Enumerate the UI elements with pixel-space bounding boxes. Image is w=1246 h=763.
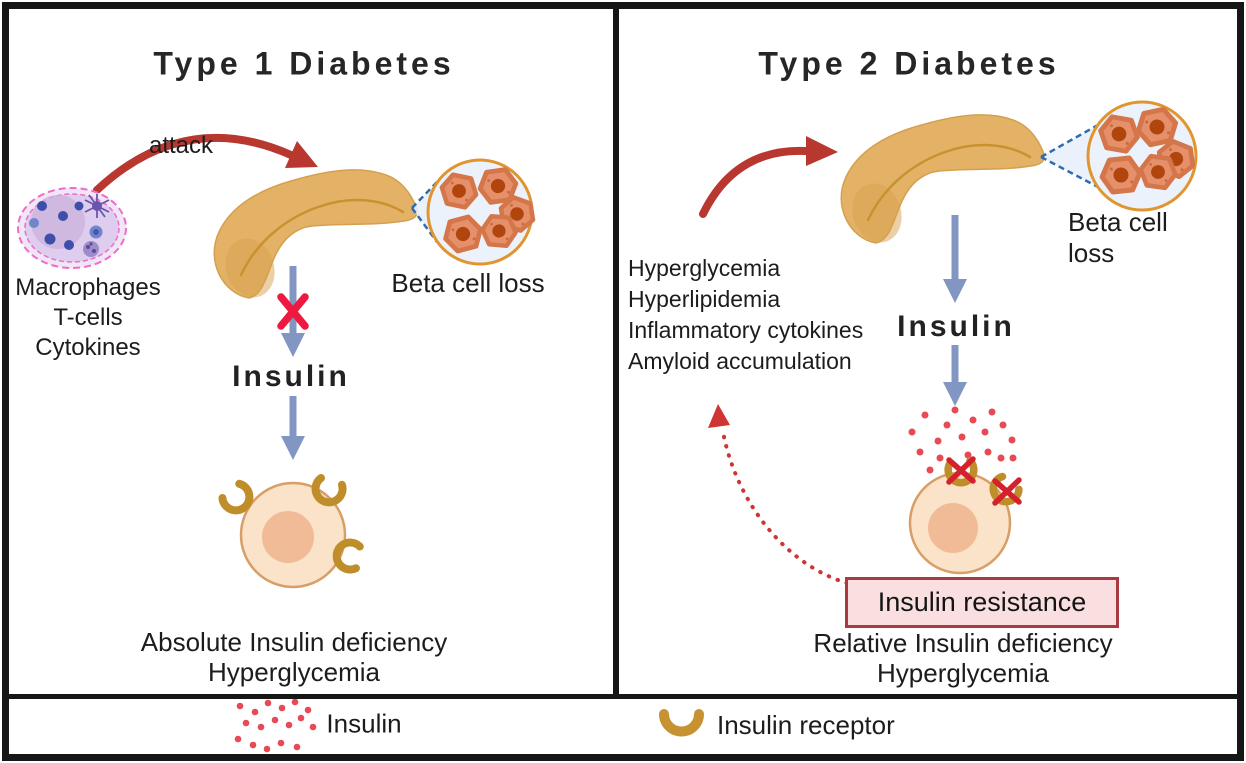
beta-cell-loss-type2-line1: Beta cell: [1068, 207, 1168, 237]
blocked-x-icon: [277, 293, 309, 330]
legend-separator: [9, 694, 1237, 699]
immune-cells-icon: [17, 187, 127, 269]
outcome-type2: Relative Insulin deficiency Hyperglycemi…: [813, 628, 1112, 688]
outcome-type1: Absolute Insulin deficiency Hyperglycemi…: [141, 627, 447, 687]
legend-insulin-dots-icon: [234, 698, 317, 753]
insulin-dots-type2: [908, 406, 1017, 474]
factor-hyperlipidemia: Hyperlipidemia: [628, 286, 781, 312]
outcome-type1-line1: Absolute Insulin deficiency: [140, 627, 448, 657]
beta-cells-magnified-type1: [426, 158, 538, 266]
attack-arrow-icon: [93, 134, 318, 194]
legend-insulin-label: Insulin: [326, 708, 402, 739]
insulin-flow-arrow-2-type2: [943, 345, 967, 406]
type1-title: Type 1 Diabetes: [153, 45, 455, 82]
insulin-flow-arrow-2-type1: [281, 396, 305, 460]
beta-cell-loss-label-type2: Beta cell loss: [1068, 207, 1168, 269]
insulin-receptor-icon: [335, 540, 361, 570]
immune-label-tcells: T-cells: [53, 304, 123, 331]
outcome-type2-line1: Relative Insulin deficiency: [813, 628, 1113, 658]
insulin-label-type2: Insulin: [897, 310, 1015, 343]
insulin-label-type1: Insulin: [232, 360, 350, 393]
type2-factors-list: Hyperglycemia Hyperlipidemia Inflammator…: [628, 253, 863, 377]
beta-cell-loss-label-type1: Beta cell loss: [391, 268, 545, 298]
outcome-type1-line2: Hyperglycemia: [208, 657, 380, 687]
insulin-flow-arrow-1-type2: [943, 215, 967, 303]
insulin-resistance-box: Insulin resistance: [845, 577, 1119, 628]
factor-inflammatory-cytokines: Inflammatory cytokines: [628, 317, 864, 343]
insulin-resistance-label: Insulin resistance: [877, 587, 1087, 617]
attack-label: attack: [148, 132, 214, 159]
magnifier-cone-type2: [1040, 123, 1099, 189]
pancreas-icon-type1: [212, 168, 419, 306]
feedback-dotted-arrow-icon: [708, 404, 849, 585]
pancreas-icon-type2: [839, 113, 1046, 251]
dendritic-cell-icon: [84, 194, 110, 218]
spotted-immune-cell-icon: [83, 241, 99, 257]
legend-insulin-receptor-icon: [659, 709, 704, 737]
target-cell-type1: [221, 477, 361, 589]
insulin-flow-arrow-1-type1: [281, 266, 305, 357]
type2-title: Type 2 Diabetes: [758, 45, 1060, 82]
beta-cell-loss-type2-line2: loss: [1068, 238, 1115, 268]
immune-label-macrophages: Macrophages: [15, 274, 161, 301]
factor-hyperglycemia: Hyperglycemia: [628, 255, 781, 281]
receptor-blocked-x-icon: [946, 456, 1022, 506]
outcome-type2-line2: Hyperglycemia: [877, 658, 1049, 688]
immune-label-cytokines: Cytokines: [35, 334, 141, 361]
immune-cells-labels: Macrophages T-cells Cytokines: [15, 273, 160, 363]
legend-insulin-receptor-label: Insulin receptor: [717, 710, 895, 740]
panel-divider: [613, 9, 619, 694]
beta-cells-magnified-type2: [1086, 100, 1198, 212]
target-cell-type2: [908, 456, 1022, 575]
attack-arrow-icon-type2: [699, 136, 838, 218]
factor-amyloid-accumulation: Amyloid accumulation: [628, 348, 852, 374]
